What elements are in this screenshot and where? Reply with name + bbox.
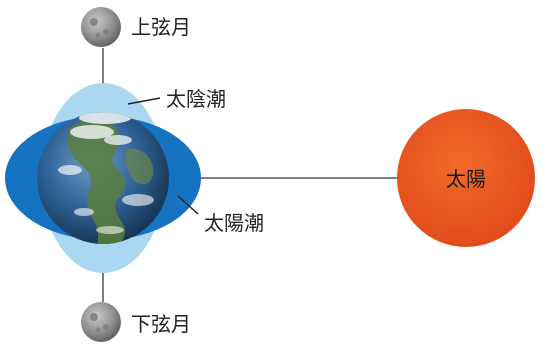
last-quarter-moon-icon — [81, 302, 121, 342]
sun-icon — [397, 109, 535, 247]
solar-tide-label: 太陽潮 — [204, 211, 264, 235]
first-quarter-moon-icon — [81, 7, 121, 47]
last-quarter-moon-label: 下弦月 — [131, 312, 191, 336]
sun-label: 太陽 — [446, 167, 486, 191]
lunar-tide-leader — [127, 97, 161, 105]
earth-icon — [37, 112, 169, 244]
lunar-tide-label: 太陰潮 — [166, 87, 226, 111]
solar-tide-leader — [177, 195, 199, 215]
first-quarter-moon-label: 上弦月 — [131, 15, 191, 39]
